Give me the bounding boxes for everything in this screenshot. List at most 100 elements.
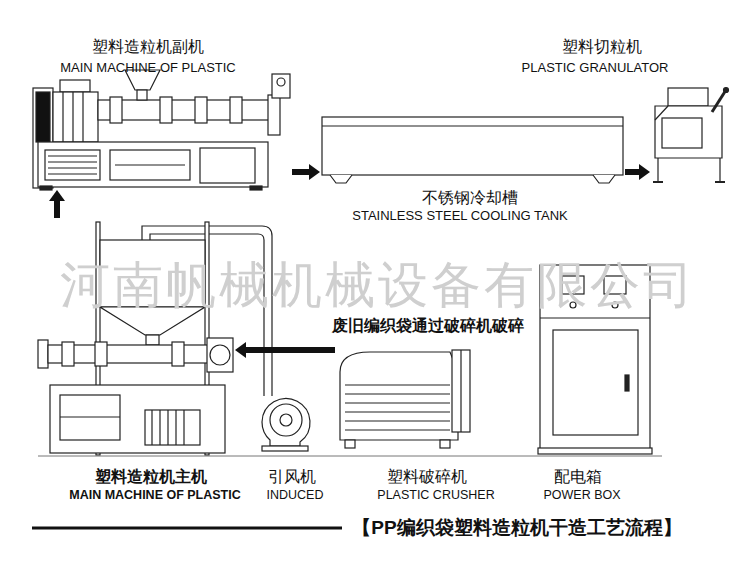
auxiliary-extruder-drawing-part — [268, 95, 280, 135]
auxiliary-extruder-drawing-part — [36, 92, 50, 142]
fan-drawing — [262, 399, 310, 451]
auxiliary-extruder-drawing-part — [160, 97, 172, 123]
auxiliary-extruder-drawing-part — [115, 164, 185, 165]
crusher-drawing-part — [345, 429, 450, 430]
main-extruder-drawing-part — [207, 338, 233, 372]
granulator-drawing-part — [712, 90, 726, 112]
fan-drawing-part — [270, 404, 302, 436]
machine-name: 塑料切粒机 — [562, 38, 642, 56]
granulator-drawing — [653, 88, 729, 183]
granulator-drawing-part — [668, 88, 708, 106]
cooling-tank-drawing-part — [330, 175, 352, 183]
main-extruder-drawing-part — [60, 395, 120, 440]
crusher-drawing-part — [345, 440, 355, 448]
auxiliary-extruder-drawing-part — [195, 97, 207, 123]
crusher-drawing-part — [345, 411, 450, 412]
main-extruder-drawing-part — [210, 345, 230, 365]
machine-name: 塑料造粒机副机 — [92, 38, 204, 56]
crusher-drawing-part — [340, 352, 458, 440]
granulator-drawing-part — [653, 181, 663, 183]
ground-line — [38, 455, 662, 456]
machine-name-english: INDUCED — [267, 488, 324, 502]
crusher-drawing-part — [452, 350, 470, 432]
main-extruder-unit: 塑料造粒机主机MAIN MACHINE OF PLASTIC — [35, 218, 235, 455]
crusher-drawing-part — [345, 393, 450, 394]
auxiliary-extruder-drawing-part — [62, 92, 63, 142]
crusher-unit: 塑料破碎机PLASTIC CRUSHER — [335, 340, 472, 450]
auxiliary-extruder-drawing-part — [48, 167, 97, 168]
machine-name: 引风机 — [268, 468, 316, 486]
cooling-tank: 不锈钢冷却槽STAINLESS STEEL COOLING TANK — [320, 115, 625, 185]
induced-fan: 引风机INDUCED — [252, 392, 318, 452]
auxiliary-extruder-drawing-part — [48, 155, 97, 156]
fan-drawing-part — [262, 399, 310, 446]
auxiliary-extruder-drawing-part — [277, 78, 285, 86]
main-extruder-drawing-part — [175, 410, 176, 445]
main-extruder-drawing-part — [183, 410, 184, 445]
auxiliary-extruder-drawing-part — [48, 161, 97, 162]
caption-rule — [32, 527, 342, 528]
arrow-shaft — [245, 347, 335, 353]
machine-name-english: STAINLESS STEEL COOLING TANK — [352, 209, 568, 224]
auxiliary-extruder-drawing-part — [40, 186, 52, 190]
flow-arrow — [235, 342, 335, 358]
arrow-head — [309, 164, 320, 180]
auxiliary-extruder-drawing-part — [38, 142, 268, 187]
crusher-drawing-part — [460, 350, 461, 432]
crusher-drawing-part — [345, 384, 450, 385]
auxiliary-extruder-drawing-part — [110, 150, 190, 180]
machine-name: 塑料破碎机 — [387, 468, 467, 486]
main-extruder-drawing-part — [172, 342, 184, 366]
power-box-drawing-part — [553, 330, 638, 435]
auxiliary-extruder-drawing-part — [230, 97, 242, 123]
cooling-tank-drawing — [322, 117, 623, 183]
crusher-drawing-part — [345, 402, 450, 403]
auxiliary-extruder-drawing-part — [82, 92, 83, 142]
auxiliary-extruder-drawing-part — [60, 80, 90, 92]
auxiliary-extruder-drawing — [33, 70, 290, 190]
main-extruder-drawing-part — [146, 335, 159, 345]
watermark: 河南帆械机械设备有限公司 — [60, 257, 696, 315]
power-box-drawing-part — [540, 317, 650, 318]
arrow-head — [49, 190, 65, 201]
auxiliary-extruder-drawing-part — [53, 92, 98, 142]
machine-name-english: MAIN MACHINE OF PLASTIC — [60, 61, 236, 76]
crusher-drawing — [340, 350, 470, 448]
auxiliary-extruder-drawing-part — [110, 97, 122, 123]
auxiliary-extruder-drawing-part — [72, 92, 73, 142]
power-box-drawing-part — [538, 448, 652, 454]
flow-arrow — [625, 164, 650, 180]
power-box-drawing-part — [625, 375, 629, 391]
main-extruder-drawing-part — [145, 410, 200, 445]
cooling-tank-drawing-part — [322, 125, 623, 126]
fan-drawing-part — [280, 414, 292, 426]
flow-note: 废旧编织袋通过破碎机破碎 — [330, 317, 526, 335]
machine-name-english: PLASTIC GRANULATOR — [522, 61, 669, 76]
fan-drawing-part — [262, 446, 308, 451]
main-extruder-drawing-part — [95, 342, 107, 366]
granulator-drawing-part — [662, 118, 702, 148]
auxiliary-extruder-drawing-part — [250, 186, 262, 190]
main-extruder-drawing-part — [159, 410, 160, 445]
granulator-drawing-part — [724, 88, 729, 93]
auxiliary-extruder-drawing-part — [137, 90, 147, 100]
granulator-drawing-part — [657, 158, 658, 182]
main-extruder-drawing — [38, 222, 233, 455]
main-extruder-drawing-part — [62, 342, 74, 366]
machine-name: 塑料造粒机主机 — [95, 468, 207, 486]
auxiliary-extruder-drawing-part — [48, 173, 97, 174]
auxiliary-extruder-drawing-part — [98, 100, 270, 120]
machine-name-english: POWER BOX — [543, 488, 620, 502]
main-extruder-drawing-part — [167, 410, 168, 445]
auxiliary-extruder-drawing-part — [200, 148, 255, 183]
cooling-tank-drawing-part — [593, 175, 615, 183]
main-extruder-drawing-part — [60, 416, 120, 417]
auxiliary-extruder-drawing-part — [45, 150, 100, 180]
extruder-unit: 塑料造粒机副机MAIN MACHINE OF PLASTIC — [30, 72, 292, 190]
arrow-head — [639, 164, 650, 180]
granulator-drawing-part — [655, 106, 722, 158]
main-extruder-drawing-part — [50, 385, 225, 453]
granulator-unit: 塑料切粒机PLASTIC GRANULATOR — [650, 85, 730, 183]
machine-name-english: MAIN MACHINE OF PLASTIC — [69, 488, 241, 502]
